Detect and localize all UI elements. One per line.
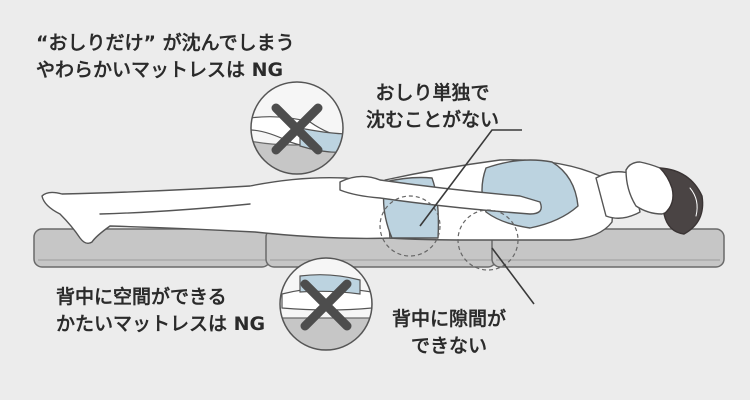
hard-mattress-ng-label: 背中に空間ができる かたいマットレスは NG — [56, 284, 265, 338]
hip-no-sink-line-1: おしり単独で — [375, 82, 490, 104]
soft-mattress-ng-label: “おしりだけ” が沈んでしまう やわらかいマットレスは NG — [36, 30, 295, 84]
hip-focus-circle — [379, 195, 441, 257]
soft-mattress-ng-line-2: やわらかいマットレスは NG — [36, 59, 284, 81]
hard-mattress-inset — [279, 257, 373, 351]
no-back-gap-label: 背中に隙間が できない — [392, 306, 506, 360]
hip-no-sink-label: おしり単独で 沈むことがない — [366, 80, 499, 134]
no-back-gap-line-2: できない — [411, 335, 488, 357]
soft-mattress-ng-line-1: “おしりだけ” が沈んでしまう — [36, 32, 295, 54]
back-callout-line — [491, 247, 535, 305]
x-mark-icon — [300, 279, 352, 331]
no-back-gap-line-1: 背中に隙間が — [392, 308, 507, 330]
back-focus-circle — [457, 209, 519, 271]
sleeping-woman — [41, 159, 704, 245]
hip-no-sink-line-2: 沈むことがない — [366, 109, 500, 131]
hip-callout-line — [419, 129, 522, 227]
hard-mattress-ng-line-1: 背中に空間ができる — [56, 286, 227, 308]
x-mark-icon — [271, 103, 323, 155]
soft-mattress-inset — [250, 81, 344, 175]
hard-mattress-ng-line-2: かたいマットレスは NG — [56, 313, 266, 335]
